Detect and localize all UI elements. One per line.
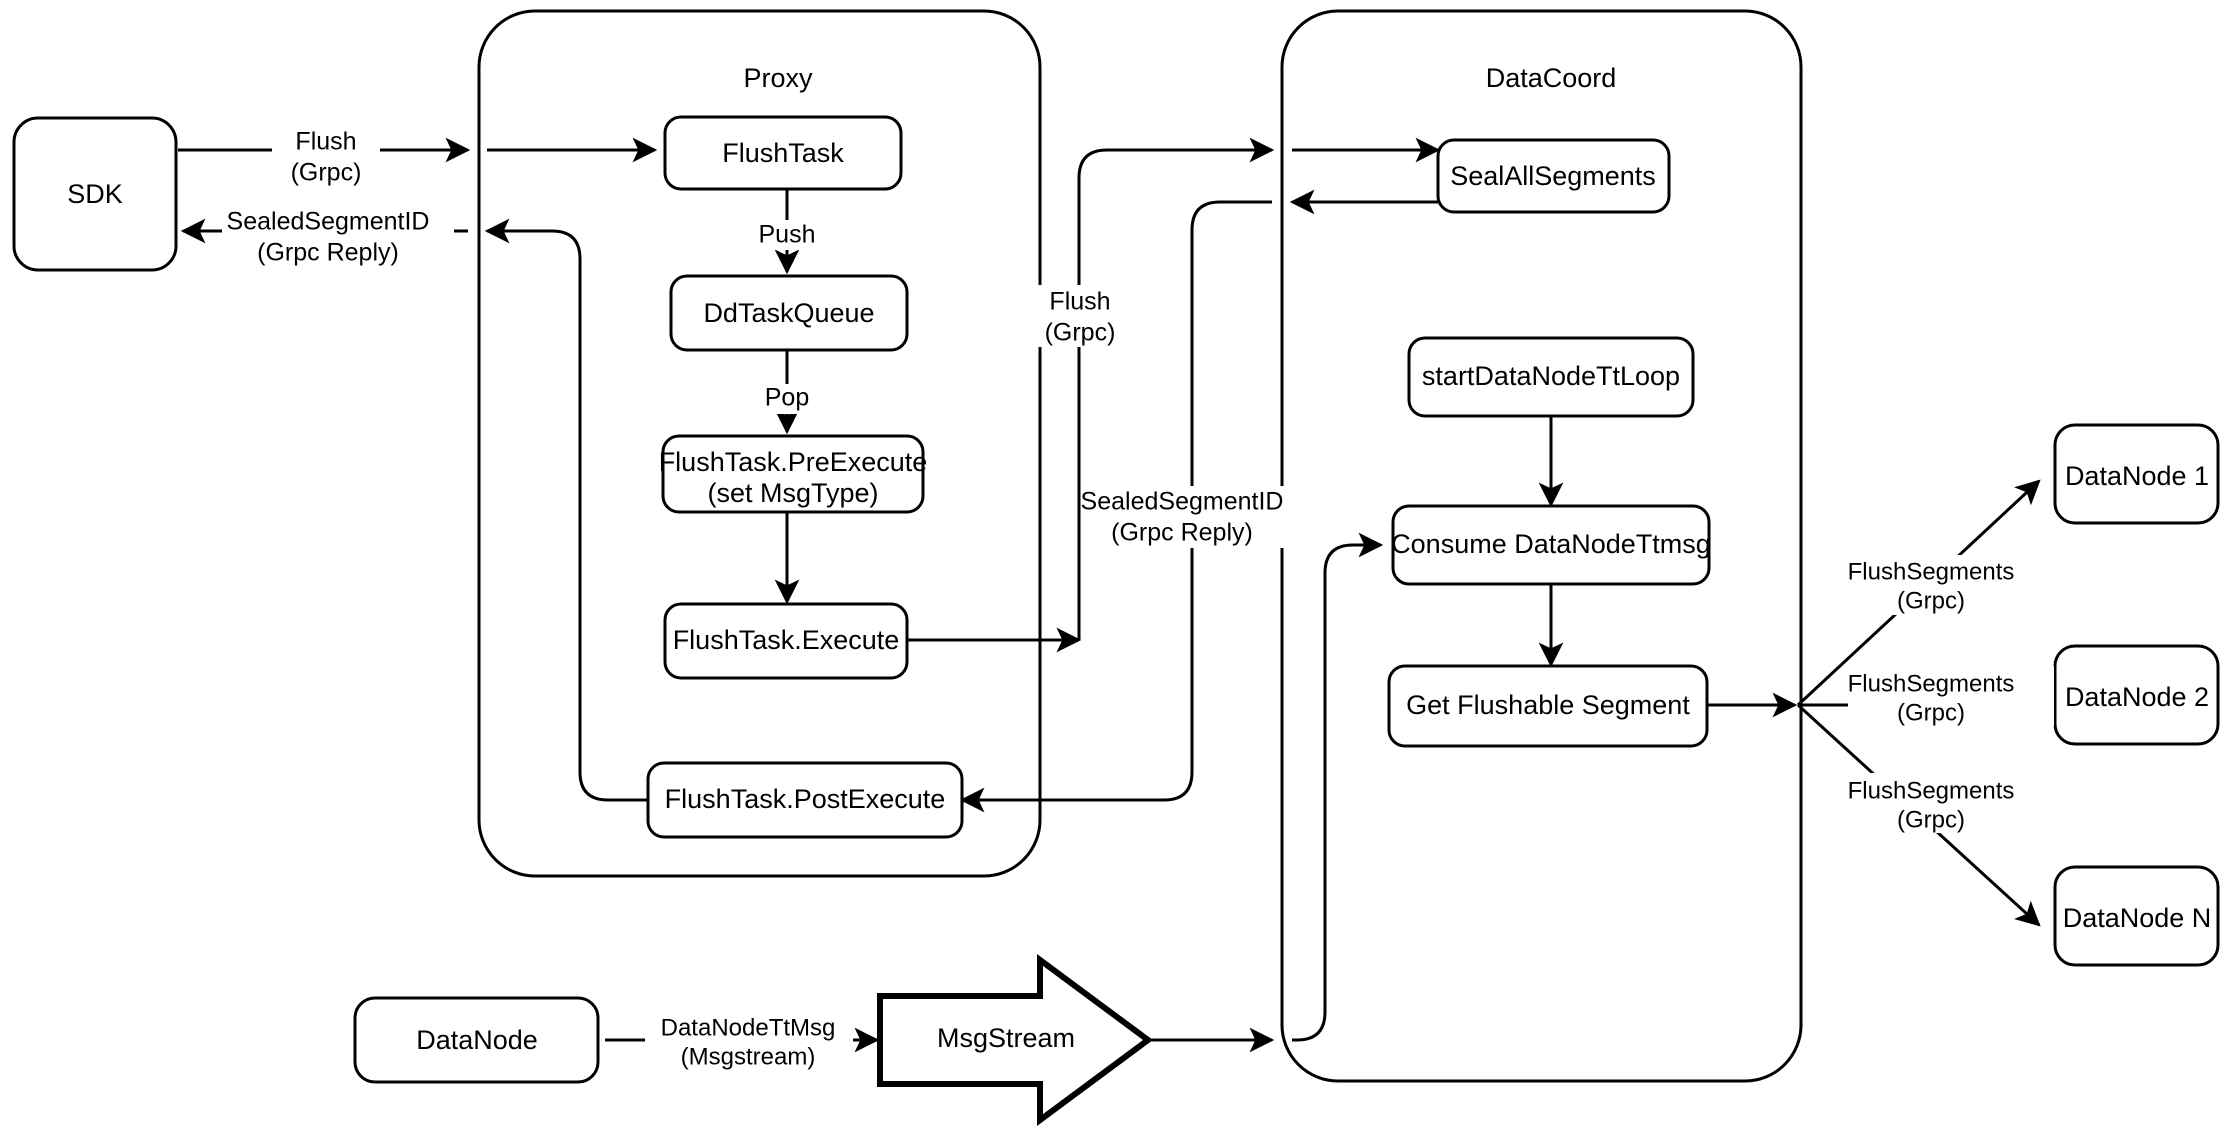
getflushablesegment-box[interactable]: [1387, 664, 1709, 748]
edge-label-flushsegments-n: FlushSegments (Grpc): [1848, 773, 2054, 833]
sdk-label: SDK: [67, 179, 123, 209]
msgstream-arrow-shape[interactable]: [877, 954, 1154, 1126]
label-bg-flushsegments2: [1848, 666, 2054, 726]
label-sealedsegmentid-reply-line2: (Grpc Reply): [1111, 519, 1253, 547]
preexecute-label-line2: (set MsgType): [707, 478, 878, 508]
label-flushsegmentsn-line1: FlushSegments: [1848, 777, 2015, 804]
datanode2-box[interactable]: [2053, 644, 2220, 746]
node-flushtask-preexecute[interactable]: FlushTask.PreExecute (set MsgType): [659, 434, 928, 514]
flushtask-box[interactable]: [663, 115, 903, 191]
sdk-box[interactable]: [12, 116, 178, 272]
flushtask-label: FlushTask: [722, 138, 844, 168]
datanode1-label: DataNode 1: [2065, 461, 2209, 491]
edge-label-proxy-to-sdk: SealedSegmentID (Grpc Reply): [222, 206, 454, 268]
consumedatanodettmsg-box[interactable]: [1391, 504, 1711, 586]
ddtaskqueue-label: DdTaskQueue: [703, 298, 874, 328]
execute-label: FlushTask.Execute: [673, 625, 900, 655]
label-flush-line1: Flush: [295, 128, 356, 156]
sealallsegments-label: SealAllSegments: [1450, 161, 1656, 191]
proxy-container-outline: [477, 9, 1042, 878]
node-datanode-2[interactable]: DataNode 2: [2053, 644, 2220, 746]
edge-label-flushsegments-1: FlushSegments (Grpc): [1848, 555, 2054, 615]
label-bg-sealedsegmentid: [222, 206, 454, 268]
postexecute-label: FlushTask.PostExecute: [665, 784, 946, 814]
node-datanode-n[interactable]: DataNode N: [2053, 865, 2220, 967]
label-bg-pop: [752, 384, 822, 414]
startdatanodettloop-label: startDataNodeTtLoop: [1422, 361, 1680, 391]
edge-label-push: Push: [748, 220, 826, 250]
node-datanode-1[interactable]: DataNode 1: [2053, 423, 2220, 525]
label-sealedsegmentid-line2: (Grpc Reply): [257, 239, 399, 267]
label-flush-datacoord-line1: Flush: [1049, 288, 1110, 316]
node-seal-all-segments[interactable]: SealAllSegments: [1436, 138, 1671, 214]
execute-box[interactable]: [663, 602, 909, 680]
node-msgstream[interactable]: MsgStream: [877, 954, 1154, 1126]
label-flushsegments2-line2: (Grpc): [1897, 699, 1965, 726]
edge-label-pop: Pop: [752, 384, 822, 414]
label-flushsegments2-line1: FlushSegments: [1848, 670, 2015, 697]
edge-datacoord-boundary-to-consume: [1292, 532, 1384, 1042]
datanode1-box[interactable]: [2053, 423, 2220, 525]
edge-label-flushsegments-2: FlushSegments (Grpc): [1848, 666, 2054, 726]
edge-label-datanode-ttmsg: DataNodeTtMsg (Msgstream): [645, 1012, 853, 1074]
edge-label-proxy-to-datacoord: Flush (Grpc): [1028, 285, 1132, 347]
datacoord-group-label: DataCoord: [1486, 63, 1617, 93]
node-consume-datanode-ttmsg[interactable]: Consume DataNodeTtmsg: [1391, 504, 1711, 586]
datanode-bottom-label: DataNode: [416, 1025, 538, 1055]
label-sealedsegmentid-line1: SealedSegmentID: [227, 208, 430, 236]
getflushablesegment-label: Get Flushable Segment: [1406, 690, 1690, 720]
label-bg-flush-datacoord: [1028, 285, 1132, 347]
label-pop: Pop: [765, 384, 809, 412]
postexecute-box[interactable]: [646, 761, 964, 839]
datanode2-label: DataNode 2: [2065, 682, 2209, 712]
preexecute-box[interactable]: [661, 434, 925, 514]
label-flushsegments1-line2: (Grpc): [1897, 587, 1965, 614]
label-flush-datacoord-line2: (Grpc): [1045, 319, 1116, 347]
node-datanode-bottom[interactable]: DataNode: [353, 996, 600, 1084]
label-datanodettmsg-line2: (Msgstream): [681, 1043, 816, 1070]
label-push: Push: [759, 221, 816, 249]
preexecute-label-line1: FlushTask.PreExecute: [659, 447, 928, 477]
label-bg-datanodettmsg: [645, 1012, 853, 1074]
node-get-flushable-segment[interactable]: Get Flushable Segment: [1387, 664, 1709, 748]
node-flushtask-execute[interactable]: FlushTask.Execute: [663, 602, 909, 680]
label-datanodettmsg-line1: DataNodeTtMsg: [661, 1014, 836, 1041]
node-start-datanode-tt-loop[interactable]: startDataNodeTtLoop: [1407, 336, 1695, 418]
label-bg-flush-grpc: [272, 126, 380, 188]
node-sdk[interactable]: SDK: [12, 116, 178, 272]
node-flush-task[interactable]: FlushTask: [663, 115, 903, 191]
edge-flush-rail-to-datacoord: [1077, 137, 1275, 640]
label-flushsegments1-line1: FlushSegments: [1848, 558, 2015, 585]
node-dd-task-queue[interactable]: DdTaskQueue: [669, 274, 909, 352]
proxy-group-label: Proxy: [743, 63, 813, 93]
datanoden-box[interactable]: [2053, 865, 2220, 967]
edge-label-sdk-to-proxy: Flush (Grpc): [272, 126, 380, 188]
label-sealedsegmentid-reply-line1: SealedSegmentID: [1081, 488, 1284, 516]
label-flush-line2: (Grpc): [291, 159, 362, 187]
label-bg-sealedsegmentid-reply: [1084, 486, 1316, 548]
edge-label-datacoord-to-proxy: SealedSegmentID (Grpc Reply): [1081, 486, 1316, 548]
consumedatanodettmsg-label: Consume DataNodeTtmsg: [1391, 529, 1711, 559]
msgstream-label: MsgStream: [937, 1023, 1075, 1053]
datanode-bottom-box[interactable]: [353, 996, 600, 1084]
node-flushtask-postexecute[interactable]: FlushTask.PostExecute: [646, 761, 964, 839]
sealallsegments-box[interactable]: [1436, 138, 1671, 214]
ddtaskqueue-box[interactable]: [669, 274, 909, 352]
startdatanodettloop-box[interactable]: [1407, 336, 1695, 418]
edge-postexecute-to-reply-rail: [484, 218, 648, 802]
group-proxy: Proxy: [477, 9, 1042, 878]
label-bg-flushsegmentsn: [1848, 773, 2054, 833]
label-bg-flushsegments1: [1848, 555, 2054, 615]
datanoden-label: DataNode N: [2063, 903, 2212, 933]
label-bg-push: [748, 220, 826, 250]
label-flushsegmentsn-line2: (Grpc): [1897, 806, 1965, 833]
